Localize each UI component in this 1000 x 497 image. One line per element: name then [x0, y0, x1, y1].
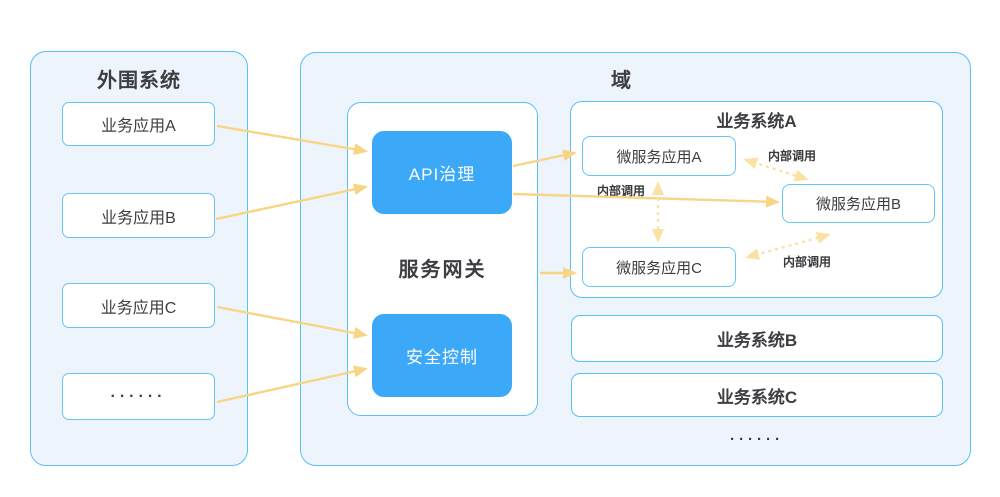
microservice-app-a-box: 微服务应用A [582, 136, 736, 176]
internal-call-label-ac: 内部调用 [597, 184, 646, 198]
business-system-b-box: 业务系统B [571, 315, 943, 362]
microservice-app-c-box: 微服务应用C [582, 247, 736, 287]
internal-call-label-cb: 内部调用 [783, 255, 832, 269]
business-system-a-title: 业务系统A [716, 112, 797, 131]
internal-call-label-ab: 内部调用 [768, 149, 817, 163]
service-gateway-title: 服务网关 [398, 259, 487, 281]
business-app-c-box: 业务应用C [62, 283, 215, 328]
domain-title: 域 [611, 70, 632, 92]
business-app-b-box: 业务应用B [62, 193, 215, 238]
api-governance-module: API治理 [372, 131, 512, 214]
peripheral-systems-title: 外围系统 [97, 70, 181, 92]
business-app-a-box: 业务应用A [62, 102, 215, 146]
business-app-ellipsis-box: ······ [62, 373, 215, 420]
domain-ellipsis: ······ [730, 431, 784, 448]
security-control-module: 安全控制 [372, 314, 512, 397]
microservice-app-b-box: 微服务应用B [782, 184, 935, 223]
business-system-c-box: 业务系统C [571, 373, 943, 417]
